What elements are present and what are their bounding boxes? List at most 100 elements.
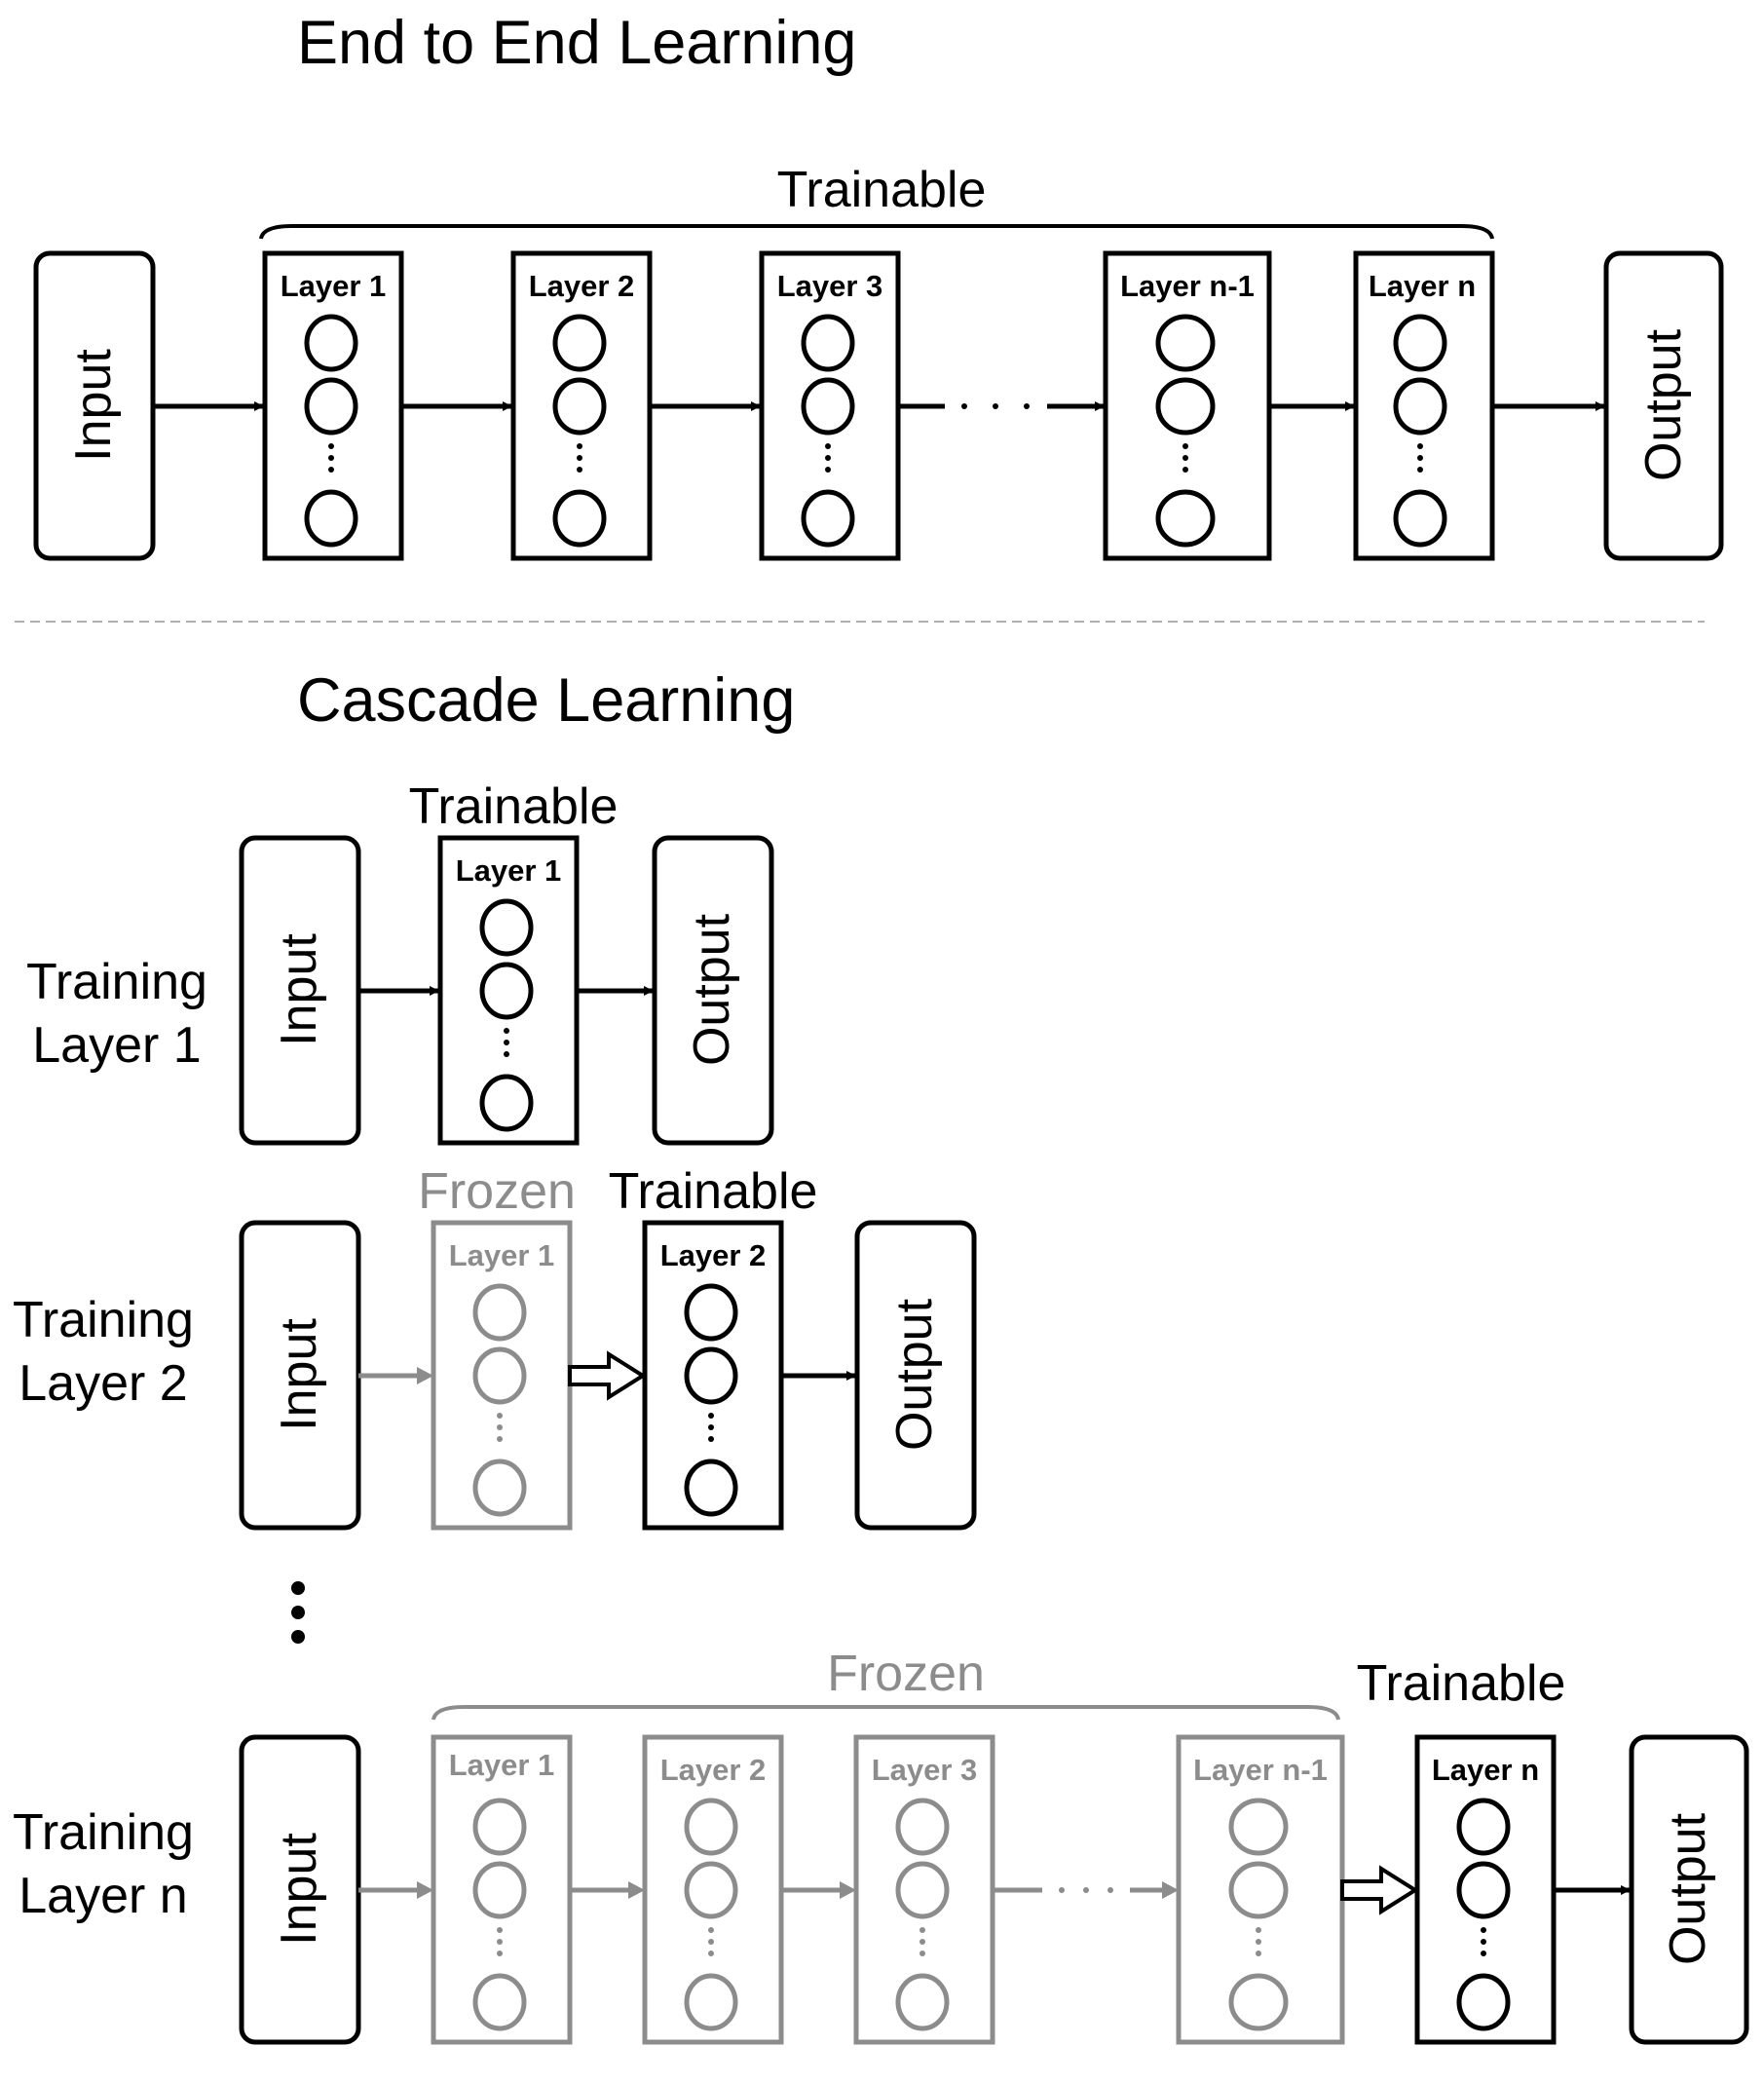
layer-label: Layer 2 <box>529 269 635 303</box>
neuron <box>1155 377 1216 436</box>
row1-label-line2: Layer 1 <box>32 1017 201 1074</box>
neuron-ellipsis <box>1417 443 1423 473</box>
e2e-output-label: Output <box>1635 328 1692 481</box>
neuron <box>684 1973 738 2031</box>
neuron <box>1393 314 1447 372</box>
neuron <box>684 1798 738 1856</box>
neuron-ellipsis <box>825 443 831 473</box>
neuron <box>1456 1861 1511 1919</box>
row2-layer-1-frozen: Layer 1 <box>431 1220 573 1531</box>
layer-label: Layer 1 <box>281 269 387 303</box>
neuron-ellipsis <box>497 1927 503 1956</box>
neuron <box>801 314 855 372</box>
neuron-ellipsis <box>577 443 582 473</box>
transfer-hollow-arrow <box>1340 1865 1419 1915</box>
neuron <box>472 1798 527 1856</box>
neuron <box>304 314 358 372</box>
neuron <box>684 1283 738 1342</box>
neuron <box>684 1459 738 1517</box>
row1-output-box <box>652 835 774 1146</box>
neuron-ellipsis <box>497 1413 503 1442</box>
layer-label: Layer n-1 <box>1120 269 1255 303</box>
layer-label: Layer 3 <box>777 269 883 303</box>
row1-label-line1: Training <box>26 954 207 1010</box>
neuron <box>304 377 358 436</box>
row3-ellipsis-dots <box>1059 1887 1113 1893</box>
cascade-title: Cascade Learning <box>297 666 795 735</box>
neuron <box>472 1973 527 2031</box>
row3-input-label: Input <box>271 1833 327 1946</box>
row3-layer-n-1-frozen: Layer n-1 <box>1176 1734 1345 2045</box>
neuron <box>895 1973 950 2031</box>
neuron-ellipsis <box>708 1413 714 1442</box>
row2-frozen-label: Frozen <box>418 1163 576 1220</box>
neuron <box>1456 1973 1511 2031</box>
neuron-ellipsis <box>328 443 334 473</box>
row1-input-label: Input <box>271 933 327 1046</box>
row3-label-line2: Layer n <box>19 1868 187 1924</box>
e2e-title: End to End Learning <box>297 9 856 77</box>
transfer-hollow-arrow <box>568 1350 647 1401</box>
e2e-layer-1: Layer 1 <box>262 250 404 561</box>
row3-output-label: Output <box>1660 1812 1716 1965</box>
neuron <box>479 1074 534 1132</box>
neuron <box>1393 377 1447 436</box>
layer-label: Layer 3 <box>872 1753 978 1787</box>
e2e-input-label: Input <box>65 349 122 462</box>
cascade-row-3: Training Layer n Frozen Trainable Input … <box>13 1646 1749 2045</box>
row3-frozen-label: Frozen <box>827 1646 985 1702</box>
neuron <box>472 1283 527 1342</box>
row2-output-label: Output <box>886 1298 943 1451</box>
e2e-trainable-label: Trainable <box>777 162 987 218</box>
row2-layer-2-trainable: Layer 2 <box>642 1220 784 1531</box>
row3-label-line1: Training <box>13 1804 194 1861</box>
neuron <box>472 1459 527 1517</box>
e2e-layer-2: Layer 2 <box>510 250 653 561</box>
layer-label: Layer n <box>1432 1753 1539 1787</box>
row3-frozen-arrowheads <box>417 1881 1179 1899</box>
neuron-ellipsis <box>1256 1927 1261 1956</box>
layer-label: Layer n <box>1369 269 1476 303</box>
e2e-layer-3: Layer 3 <box>759 250 901 561</box>
neuron <box>801 489 855 548</box>
neuron <box>1228 1861 1289 1919</box>
neuron <box>684 1861 738 1919</box>
e2e-ellipsis-dots <box>961 403 1030 409</box>
row2-input-label: Input <box>271 1318 327 1431</box>
layer-label: Layer 1 <box>456 853 562 888</box>
row3-output-box <box>1629 1734 1749 2045</box>
layer-label: Layer 2 <box>660 1238 767 1272</box>
row3-layer-n-trainable: Layer n <box>1414 1734 1557 2045</box>
e2e-layer-n-1: Layer n-1 <box>1103 250 1272 561</box>
neuron <box>552 489 607 548</box>
row3-layer-1-frozen: Layer 1 <box>431 1734 573 2045</box>
neuron <box>552 377 607 436</box>
e2e-output-box <box>1603 250 1724 561</box>
e2e-trainable-brace <box>259 224 1494 240</box>
e2e-layer-n: Layer n <box>1353 250 1495 561</box>
row3-frozen-brace <box>432 1705 1340 1721</box>
layer-label: Layer 1 <box>449 1238 555 1272</box>
row1-trainable-label: Trainable <box>409 778 619 835</box>
neuron <box>304 489 358 548</box>
neuron-ellipsis <box>1182 443 1188 473</box>
section-end-to-end: End to End Learning Trainable Input Laye… <box>33 9 1724 561</box>
layer-label: Layer n-1 <box>1193 1753 1328 1787</box>
neuron <box>472 1861 527 1919</box>
neuron <box>479 962 534 1020</box>
row2-output-box <box>854 1220 977 1531</box>
neuron <box>1155 489 1216 548</box>
row2-trainable-label: Trainable <box>609 1163 818 1220</box>
neuron <box>1228 1798 1289 1856</box>
neuron <box>479 898 534 957</box>
neuron <box>1456 1798 1511 1856</box>
neuron <box>1393 489 1447 548</box>
row3-layer-3-frozen: Layer 3 <box>853 1734 995 2045</box>
row1-layer-1: Layer 1 <box>437 835 580 1146</box>
neuron-ellipsis <box>1481 1927 1486 1956</box>
neuron <box>684 1346 738 1405</box>
row2-label-line1: Training <box>13 1292 194 1348</box>
cascade-row-1: Training Layer 1 Trainable Input Layer 1… <box>26 778 774 1146</box>
cascade-row-2: Training Layer 2 Frozen Trainable Input … <box>13 1163 977 1531</box>
